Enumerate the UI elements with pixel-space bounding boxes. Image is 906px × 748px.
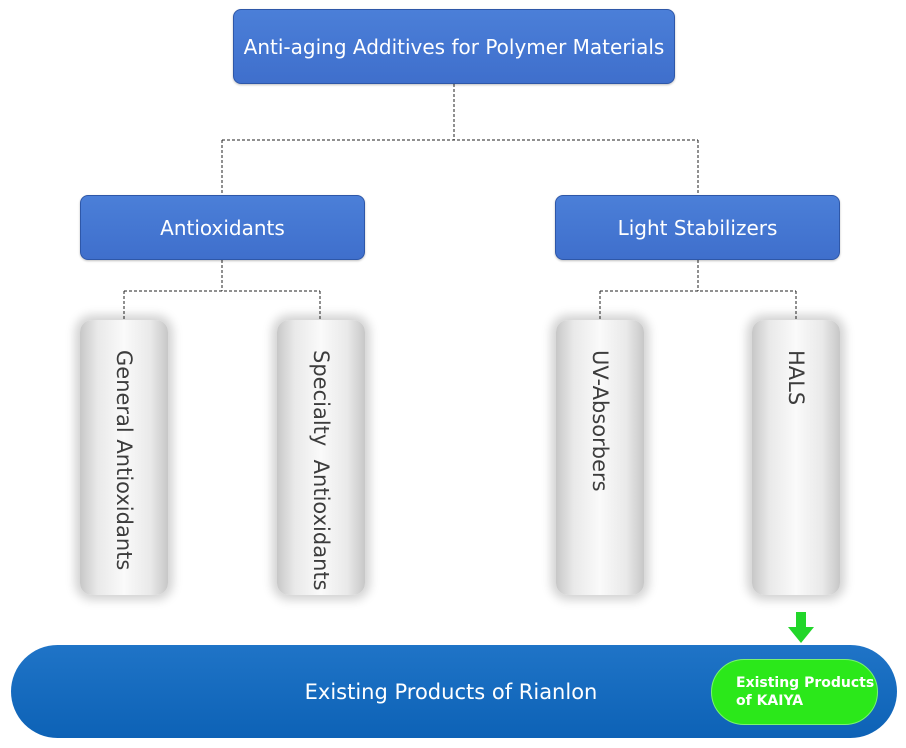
pillar-shape [556, 320, 644, 595]
general-antioxidants-node: General Antioxidants [80, 320, 168, 595]
hals-node: HALS [752, 320, 840, 595]
rianlon-products-label: Existing Products of Rianlon [304, 679, 598, 704]
uv-absorbers-node: UV-Absorbers [556, 320, 644, 595]
pillar-shape [80, 320, 168, 595]
specialty-antioxidants-node: Specialty Antioxidants [277, 320, 365, 595]
light-stabilizers-node-label: Light Stabilizers [617, 215, 778, 240]
pillar-shape [752, 320, 840, 595]
rianlon-products-bar: Existing Products of Rianlon Existing Pr… [11, 645, 897, 738]
specialty-antioxidants-label: Specialty Antioxidants [309, 350, 333, 591]
kaiya-products-label: Existing Products of KAIYA [736, 675, 875, 709]
pillar-shape [277, 320, 365, 595]
root-node: Anti-aging Additives for Polymer Materia… [233, 9, 675, 84]
antioxidants-node-label: Antioxidants [160, 215, 285, 240]
root-node-label: Anti-aging Additives for Polymer Materia… [243, 34, 665, 59]
light-stabilizers-node: Light Stabilizers [555, 195, 840, 260]
arrow-down-icon [788, 612, 814, 643]
general-antioxidants-label: General Antioxidants [112, 350, 136, 571]
uv-absorbers-label: UV-Absorbers [588, 350, 612, 492]
kaiya-products-badge: Existing Products of KAIYA [711, 659, 878, 725]
hals-label: HALS [784, 350, 808, 406]
antioxidants-node: Antioxidants [80, 195, 365, 260]
